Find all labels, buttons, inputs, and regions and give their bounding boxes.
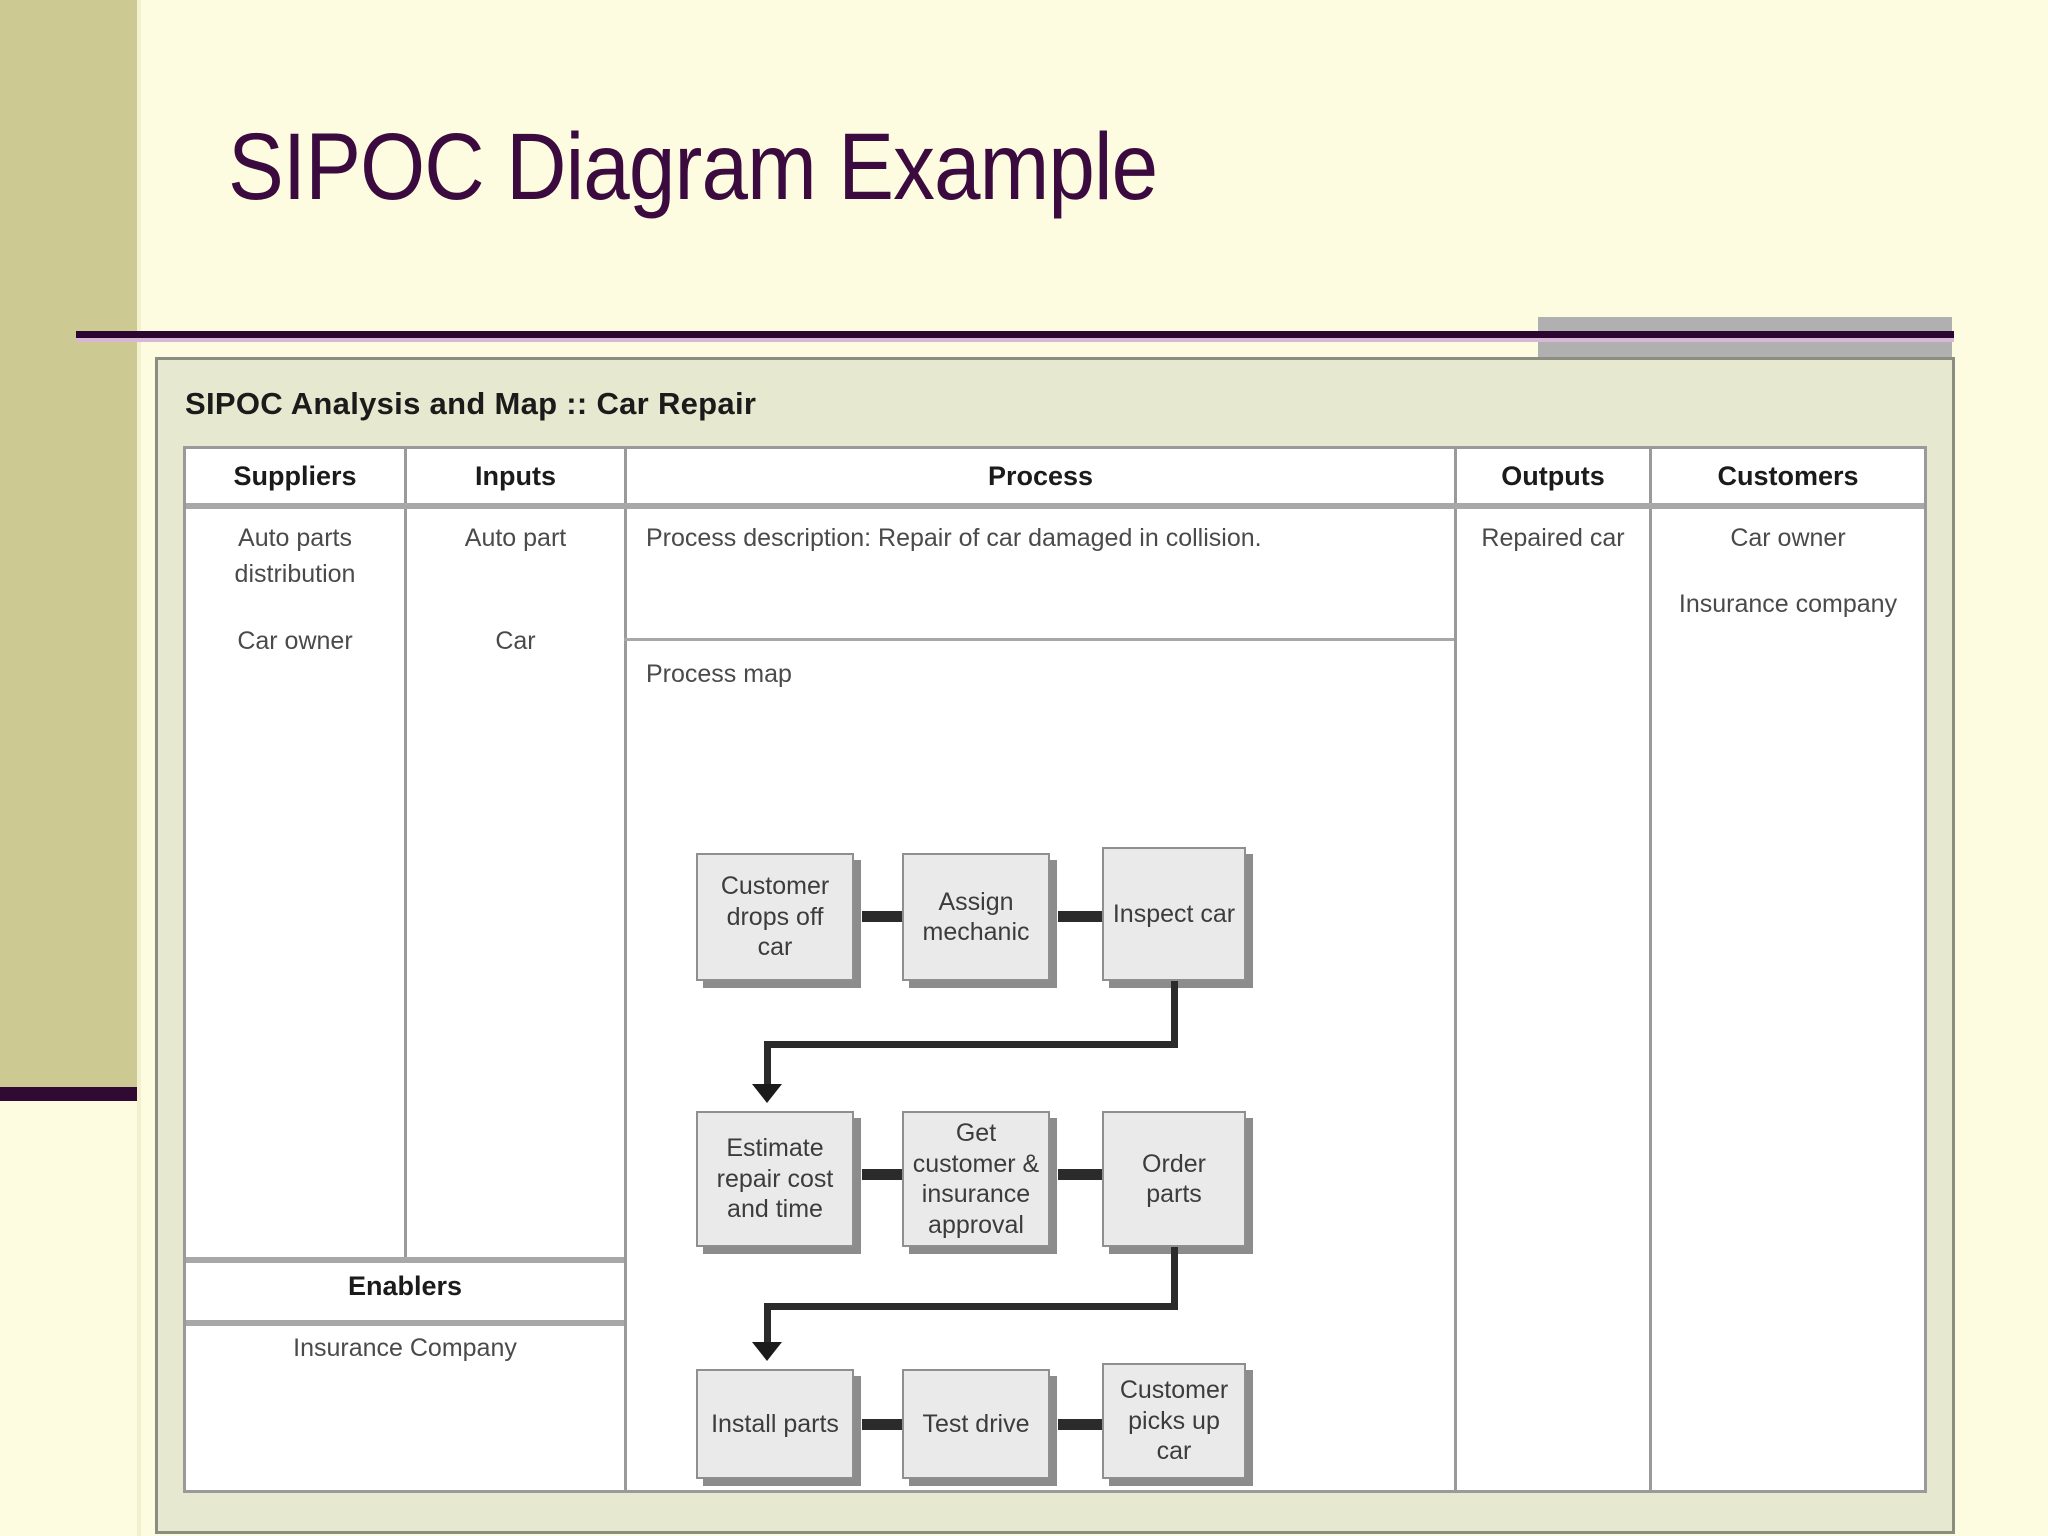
flow-node-label: Customer drops off car (720, 872, 830, 962)
arrow-n2-n3 (1058, 911, 1103, 922)
enablers-bottom-rule (186, 1320, 624, 1326)
process-description: Process description: Repair of car damag… (646, 524, 1262, 552)
header-divider-light (76, 338, 1954, 342)
flow-node-customer-drops-off-car[interactable]: Customer drops off car (696, 853, 854, 981)
outputs-item: Repaired car (1481, 524, 1625, 552)
column-divider-outputs-customers (1649, 449, 1652, 1490)
left-band-accent-bar (0, 1087, 137, 1101)
process-description-rule (624, 638, 1454, 641)
flow-node-estimate-repair-cost[interactable]: Estimate repair cost and time (696, 1111, 854, 1247)
flow-node-label: Inspect car (1112, 899, 1236, 928)
inputs-item: Auto part (464, 524, 567, 552)
customers-item: Insurance company (1678, 590, 1898, 618)
arrow-head-n3-n4 (752, 1084, 782, 1103)
sipoc-panel-title: SIPOC Analysis and Map :: Car Repair (185, 386, 757, 421)
column-header-suppliers: Suppliers (233, 461, 357, 491)
connector-n6-down (1171, 1247, 1178, 1309)
arrow-n5-n6 (1058, 1169, 1103, 1180)
column-header-inputs: Inputs (475, 461, 556, 491)
arrow-n1-n2 (862, 911, 912, 922)
connector-n3-left (764, 1041, 1178, 1048)
flow-node-label: Install parts (711, 1409, 839, 1438)
column-divider-process-outputs (1454, 449, 1457, 1490)
header-divider-dark (76, 331, 1954, 338)
connector-n3-down (1171, 981, 1178, 1047)
arrow-n4-n5 (862, 1169, 912, 1180)
table-header-rule (186, 503, 1924, 509)
connector-n4-down (764, 1041, 771, 1089)
left-olive-band (0, 0, 137, 1087)
flow-node-inspect-car[interactable]: Inspect car (1102, 847, 1246, 981)
flow-node-label: Order parts (1142, 1149, 1206, 1209)
page-title: SIPOC Diagram Example (228, 114, 1158, 220)
suppliers-item: Auto parts distribution (234, 524, 356, 588)
sipoc-table: Suppliers Inputs Process Outputs Custome… (183, 446, 1927, 1493)
flow-node-label: Get customer & insurance approval (912, 1119, 1040, 1239)
connector-n7-down (764, 1303, 771, 1347)
flow-node-customer-picks-up-car[interactable]: Customer picks up car (1102, 1363, 1246, 1479)
column-divider-inputs-process (624, 449, 627, 1490)
inputs-item: Car (495, 627, 536, 655)
arrow-n7-n8 (862, 1419, 912, 1430)
column-divider-suppliers-inputs (404, 449, 407, 1257)
enablers-item: Insurance Company (293, 1334, 517, 1362)
arrow-head-n6-n7 (752, 1342, 782, 1361)
flow-node-label: Customer picks up car (1119, 1376, 1229, 1466)
customers-item: Car owner (1730, 524, 1846, 552)
enablers-header: Enablers (347, 1271, 463, 1301)
column-header-outputs: Outputs (1501, 461, 1605, 491)
flow-node-label: Test drive (922, 1409, 1030, 1438)
enablers-top-rule (186, 1257, 624, 1263)
flow-node-label: Estimate repair cost and time (716, 1134, 834, 1224)
flow-node-assign-mechanic[interactable]: Assign mechanic (902, 853, 1050, 981)
flow-node-label: Assign mechanic (922, 887, 1030, 947)
flow-node-order-parts[interactable]: Order parts (1102, 1111, 1246, 1247)
sipoc-panel: SIPOC Analysis and Map :: Car Repair Sup… (155, 357, 1955, 1534)
column-header-process: Process (987, 461, 1094, 491)
connector-n6-left (764, 1303, 1178, 1310)
left-thin-divider (137, 0, 141, 1536)
process-map-label: Process map (646, 660, 792, 688)
flow-node-test-drive[interactable]: Test drive (902, 1369, 1050, 1479)
flow-node-install-parts[interactable]: Install parts (696, 1369, 854, 1479)
suppliers-item: Car owner (237, 627, 353, 655)
process-map-flowchart: Customer drops off car Assign mechanic I… (624, 641, 1454, 1490)
column-header-customers: Customers (1717, 461, 1859, 491)
arrow-n8-n9 (1058, 1419, 1103, 1430)
flow-node-get-approval[interactable]: Get customer & insurance approval (902, 1111, 1050, 1247)
